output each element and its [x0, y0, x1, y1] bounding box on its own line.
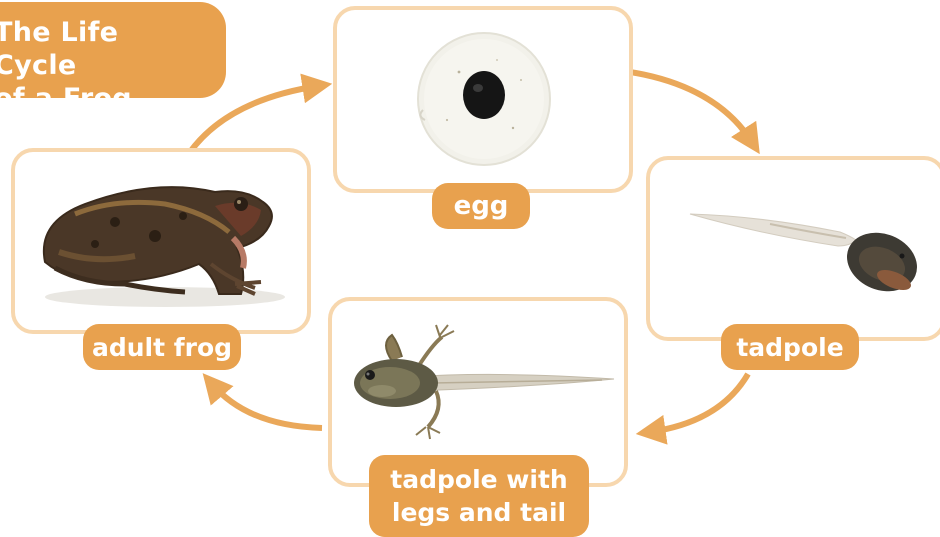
- egg-card: [333, 6, 633, 193]
- tadpole-card: [646, 156, 940, 341]
- arrow-legs-to-adult: [212, 384, 322, 428]
- stage-label-adult: adult frog: [83, 324, 241, 370]
- egg-image: [337, 10, 629, 189]
- arrow-tadpole-to-legs: [650, 374, 748, 432]
- adult-frog-card: [11, 148, 311, 334]
- stage-label-egg: egg: [432, 183, 530, 229]
- stage-label-tadpole: tadpole: [721, 324, 859, 370]
- title-banner: The Life Cycle of a Frog: [0, 2, 226, 98]
- tadpole-image: [650, 160, 940, 337]
- diagram-title: The Life Cycle of a Frog: [0, 16, 208, 115]
- arrow-egg-to-tadpole: [630, 72, 752, 142]
- stage-label-tadpole-legs: tadpole with legs and tail: [369, 455, 589, 537]
- adult-frog-image: [15, 152, 307, 330]
